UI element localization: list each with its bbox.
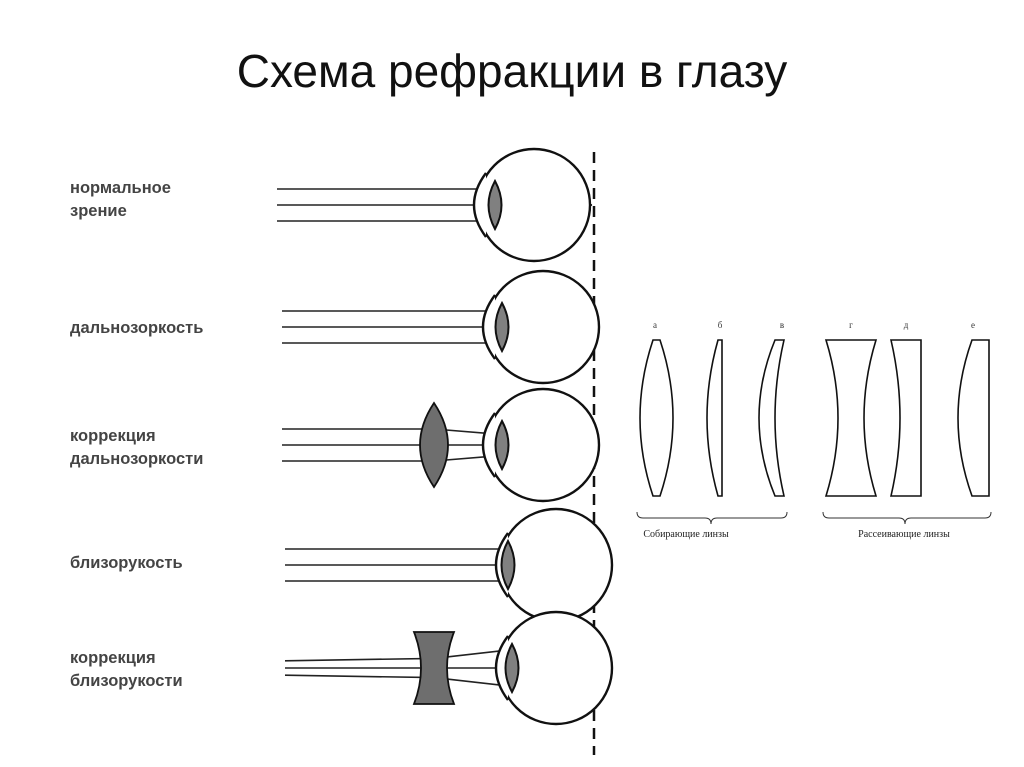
- diverging-brace: [822, 511, 992, 525]
- cornea: [481, 412, 496, 478]
- row-label-line: дальнозоркость: [70, 319, 203, 337]
- row-label: дальнозоркость: [70, 319, 203, 337]
- lens-letter-c: в: [780, 320, 784, 330]
- row-label-line: коррекция: [70, 427, 156, 445]
- lens-letter-d: г: [849, 320, 853, 330]
- row-label-line: дальнозоркости: [70, 450, 203, 468]
- lens-b-plano-convex: [706, 339, 723, 497]
- row-label-line: близорукости: [70, 672, 183, 690]
- row-label: нормальное зрение: [70, 179, 171, 220]
- lens-letter-a: а: [653, 320, 657, 330]
- row-label-line: зрение: [70, 202, 127, 220]
- lens-letter-e: д: [904, 320, 909, 330]
- lens-f-concave-meniscus: [957, 339, 990, 497]
- lens-d-biconcave: [824, 339, 878, 497]
- eye-lens: [500, 538, 516, 592]
- lens-e-plano-concave: [889, 339, 922, 497]
- ray-line: [284, 657, 435, 662]
- lens-letter-b: б: [718, 320, 723, 330]
- cornea: [472, 172, 487, 238]
- row-label-line: коррекция: [70, 649, 156, 667]
- diverging-glass-lens: [412, 631, 456, 705]
- row-label-line: близорукость: [70, 554, 183, 572]
- cornea: [494, 635, 509, 701]
- row-label: коррекция дальнозоркости: [70, 427, 203, 468]
- converging-brace: [636, 511, 788, 525]
- eyeball: [498, 507, 614, 623]
- lens-a-biconvex: [639, 339, 674, 497]
- eye-lens: [494, 300, 510, 354]
- converging-glass-lens: [419, 401, 449, 489]
- eye-lens: [487, 178, 503, 232]
- lens-letter-f: е: [971, 320, 975, 330]
- eye-rows: нормальное зрение дальнозоркость коррекция д…: [70, 147, 614, 726]
- cornea: [481, 294, 496, 360]
- eye-lens: [494, 418, 510, 472]
- row-label: коррекция близорукости: [70, 649, 183, 690]
- lens-c-convex-meniscus: [758, 339, 786, 497]
- lens-types-panel: а б в г д е Собирающие линзы Рассеивающи…: [636, 320, 992, 540]
- row-label-line: нормальное: [70, 179, 171, 197]
- eye-lens: [504, 641, 520, 695]
- ray-line: [284, 674, 435, 679]
- slide-title: Схема рефракции в глазу: [236, 45, 788, 97]
- converging-lenses-caption: Собирающие линзы: [643, 529, 729, 540]
- row-label: близорукость: [70, 554, 183, 572]
- diverging-lenses-caption: Рассеивающие линзы: [858, 529, 950, 540]
